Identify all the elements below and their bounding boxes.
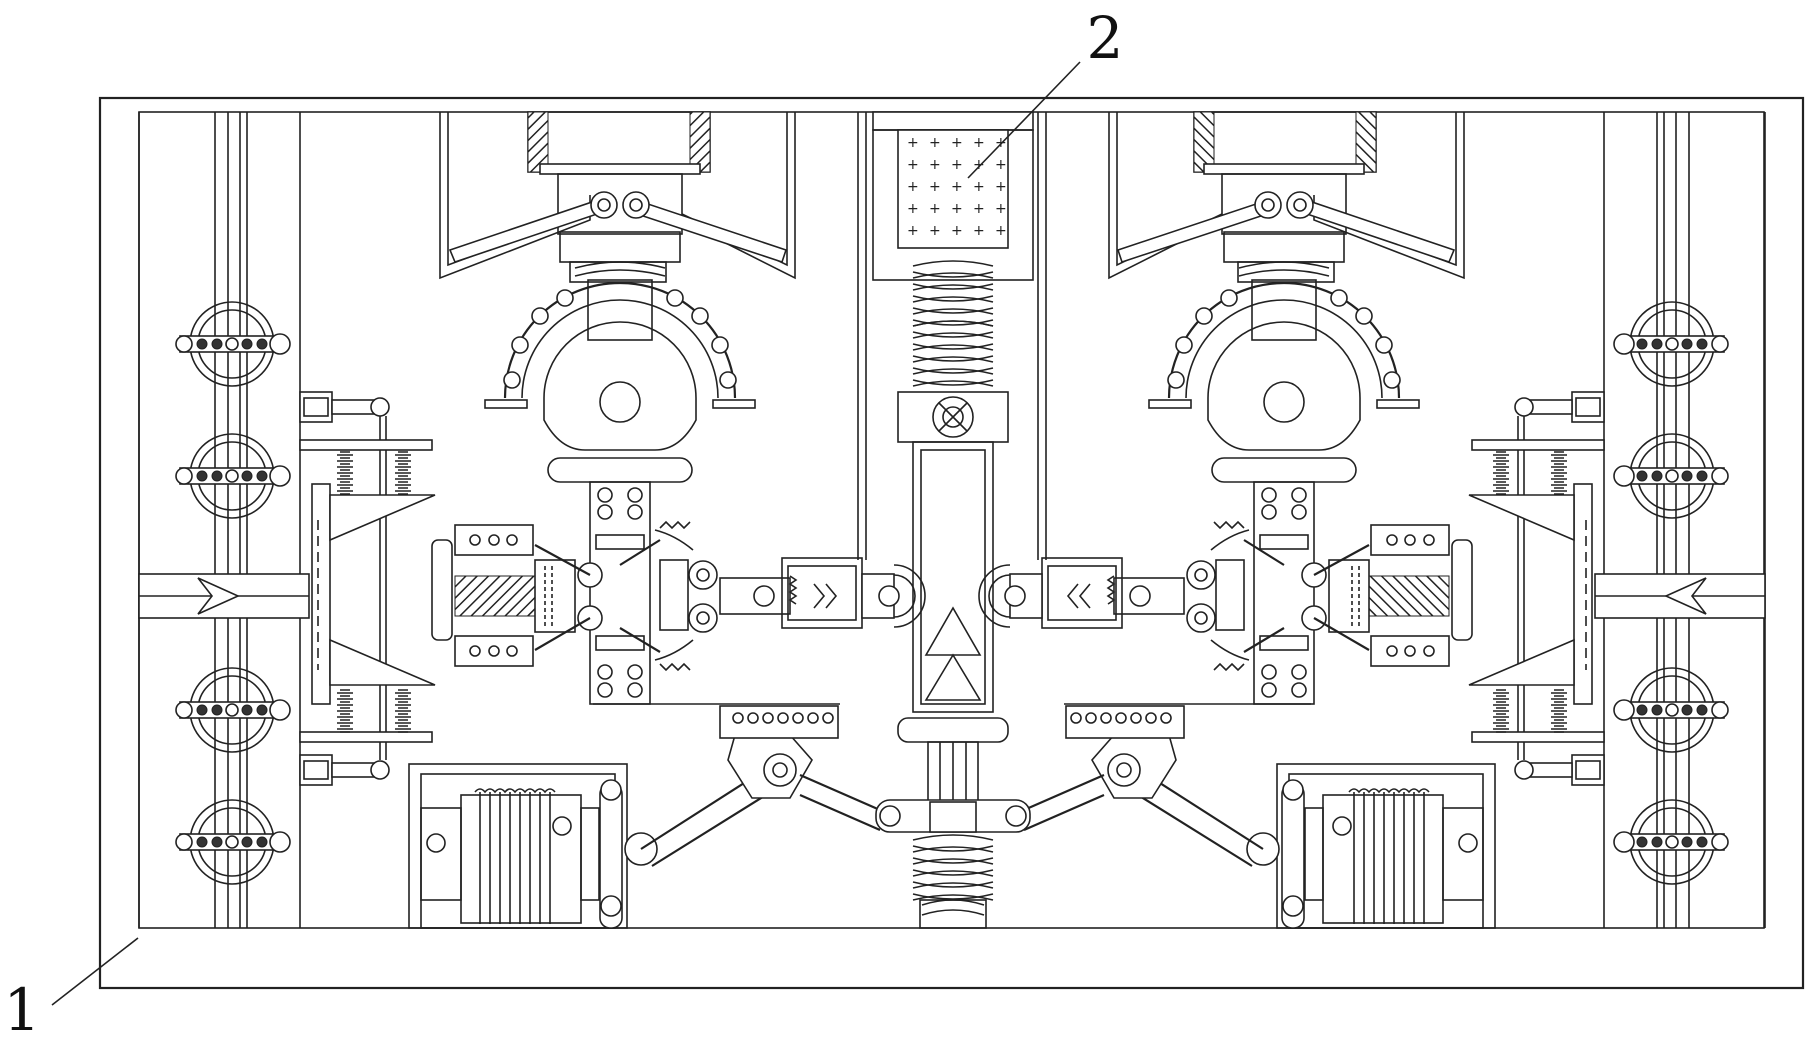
part-label-2: 2 — [1087, 4, 1124, 72]
leader-line-1 — [51, 937, 139, 1006]
part-label-1: 1 — [4, 976, 41, 1043]
leader-line-2 — [967, 61, 1081, 179]
